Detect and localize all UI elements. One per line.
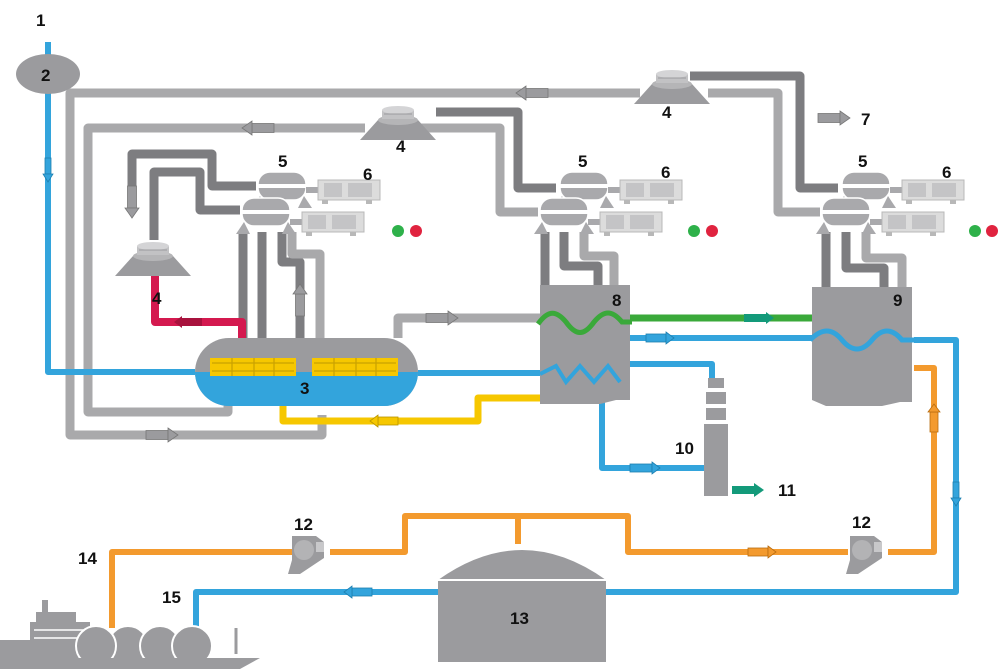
label-6-right: 6	[942, 163, 951, 182]
label-3: 3	[300, 379, 309, 398]
flow-arrow-blue-left	[343, 585, 373, 599]
status-green-light	[392, 225, 404, 237]
pump-icon	[288, 536, 324, 574]
fan-icon	[114, 241, 192, 277]
yellow-pipe	[279, 394, 548, 425]
flow-arrow	[817, 110, 851, 126]
pipe-fan-to-mid-compressors-b	[416, 123, 538, 217]
separator-tank	[195, 338, 418, 406]
pipe-mid-legs-2	[559, 232, 603, 285]
label-6-left: 6	[363, 165, 372, 184]
compressor-icon	[235, 197, 297, 235]
orange-pipe-13-left	[330, 513, 518, 555]
pipe-fan-to-right-compressors-b	[690, 71, 838, 193]
flow-arrow	[124, 185, 140, 219]
pipe-left-compressors-b	[149, 167, 240, 240]
orange-pipe-13-right	[515, 513, 848, 555]
blue-pipe-to-ship	[193, 589, 440, 628]
label-4-mid: 4	[396, 137, 406, 156]
flow-arrow-yellow	[369, 414, 399, 428]
motor-icon	[889, 179, 965, 205]
pipe-fan-to-right-compressors-a	[708, 88, 820, 217]
pipe-fan-to-mid-compressors-a	[436, 107, 556, 193]
label-5-right: 5	[858, 152, 867, 171]
label-4-left: 4	[152, 289, 162, 308]
label-5-left: 5	[278, 152, 287, 171]
pipe-right-legs-3	[861, 232, 907, 288]
flow-arrow	[425, 310, 459, 326]
inlet-blue-pipe	[45, 42, 195, 375]
status-red-light	[986, 225, 998, 237]
status-red-light	[706, 225, 718, 237]
vapor-return-pipe-inner	[83, 123, 365, 417]
label-4-top: 4	[662, 103, 672, 122]
orange-pipe-to-9	[888, 365, 937, 555]
red-pipe	[151, 274, 246, 338]
pump-icon	[846, 536, 882, 574]
blue-pipe-8-to-10-upper	[640, 361, 715, 378]
label-6-mid: 6	[661, 163, 670, 182]
pipe-left-legs-4	[287, 232, 325, 338]
flow-arrow-blue	[629, 461, 661, 475]
motor-icon	[607, 179, 683, 205]
flow-arrow-teal	[732, 483, 764, 497]
label-10: 10	[675, 439, 694, 458]
fan-icon	[359, 105, 437, 141]
flow-arrow	[241, 120, 275, 136]
pipe-tank-to-8	[393, 313, 540, 338]
status-green-light	[969, 225, 981, 237]
storage-tank-13	[438, 550, 606, 662]
condenser-unit-8	[535, 285, 632, 404]
blue-pipe-8-to-10-lower	[599, 398, 706, 471]
compressor-icon	[533, 197, 595, 235]
motor-icon	[587, 211, 663, 237]
label-14: 14	[78, 549, 97, 568]
motor-icon	[869, 211, 945, 237]
label-7: 7	[861, 110, 870, 129]
heat-exchanger-unit-9	[808, 287, 914, 406]
orange-pipe-to-ship	[109, 549, 292, 628]
status-red-light	[410, 225, 422, 237]
flow-arrow-red	[174, 316, 202, 328]
label-1: 1	[36, 11, 45, 30]
label-9: 9	[893, 291, 902, 310]
label-8: 8	[612, 291, 621, 310]
label-15: 15	[162, 588, 181, 607]
status-green-light	[688, 225, 700, 237]
label-5-mid: 5	[578, 152, 587, 171]
flow-arrow	[145, 427, 179, 443]
vapor-return-pipe-outer	[65, 88, 640, 440]
motor-icon	[289, 211, 365, 237]
flow-arrow-blue-down	[950, 481, 962, 507]
label-12-left: 12	[294, 515, 313, 534]
pipe-left-compressors-a	[127, 149, 256, 200]
flow-arrow	[515, 85, 549, 101]
pipe-right-legs-2	[841, 232, 889, 288]
pipe-mid-legs-3	[579, 232, 619, 285]
blue-pipe-9-outlet	[606, 337, 959, 595]
column-10	[704, 378, 728, 496]
flow-arrow-orange	[747, 545, 777, 559]
compressor-icon	[815, 197, 877, 235]
label-13: 13	[510, 609, 529, 628]
flow-arrow-green	[744, 312, 774, 324]
inlet-marker-icon	[16, 42, 80, 94]
ship-icon	[0, 600, 260, 669]
flow-arrow-blue	[645, 331, 675, 345]
flow-arrow-blue-down	[42, 157, 54, 183]
label-11: 11	[778, 481, 796, 500]
label-12-right: 12	[852, 513, 871, 532]
label-2: 2	[41, 66, 50, 85]
flow-arrow	[292, 283, 308, 317]
flow-arrow-orange-up	[927, 403, 941, 433]
